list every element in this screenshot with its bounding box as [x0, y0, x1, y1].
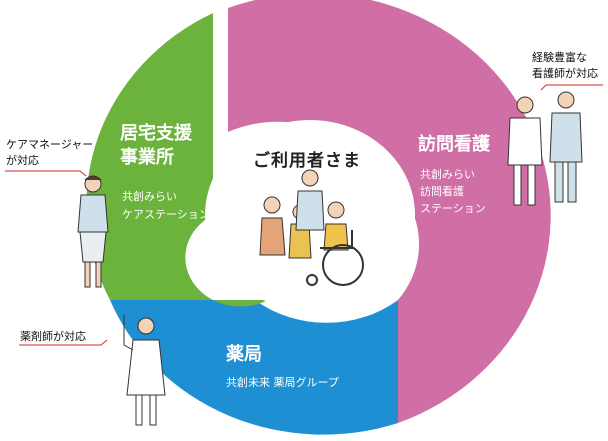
nurse-callout-line: [540, 84, 603, 91]
nursing-title: 訪問看護: [418, 134, 490, 155]
nursing-segment: [228, 0, 551, 423]
nurse-figure-icon: [507, 91, 583, 206]
center-title: ご利用者さま: [253, 151, 361, 171]
pharmacy-title: 薬局: [226, 344, 262, 365]
pharmacy-sub: 共創未来 薬局グループ: [226, 376, 339, 389]
pharmacist-callout-line: [19, 339, 108, 346]
nurse-callout-line-1: 経験豊富な: [532, 51, 587, 64]
nursing-sub-line-3: ステーション: [420, 202, 486, 215]
care-manager-callout-line-1: ケアマネージャー: [6, 138, 94, 151]
nurse-callout-line-2: 看護師が対応: [532, 67, 598, 80]
care-sub-line-2: ケアステーション: [122, 208, 210, 221]
people-group-icon: [259, 169, 349, 259]
nursing-sub-line-1: 共創みらい: [420, 168, 475, 181]
pharmacist-figure-icon: [123, 315, 166, 426]
pharmacy-segment: [110, 300, 398, 435]
wheelchair-icon: [306, 230, 364, 286]
care-sub-line-1: 共創みらい: [122, 190, 177, 203]
nursing-sub-line-2: 訪問看護: [420, 185, 464, 198]
care-manager-figure-icon: [77, 175, 109, 288]
care-manager-callout-line: [5, 170, 87, 177]
care-segment: [86, 13, 269, 307]
care-title-line-1: 居宅支援: [120, 123, 192, 144]
care-manager-callout-line-2: が対応: [6, 154, 39, 167]
care-title-line-2: 事業所: [120, 147, 174, 168]
pharmacist-callout: 薬剤師が対応: [20, 330, 86, 343]
